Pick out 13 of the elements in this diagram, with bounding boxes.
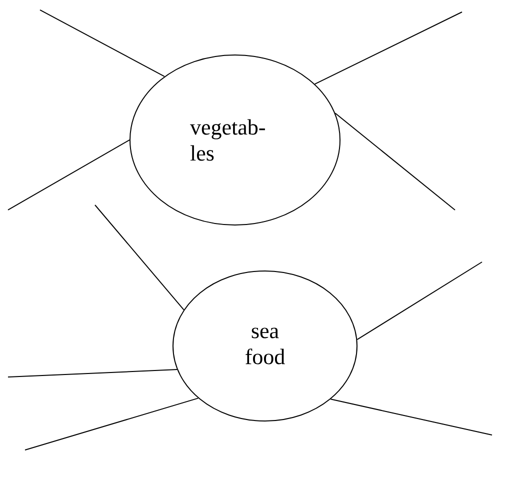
topic-label: vegetab- les <box>190 119 265 161</box>
branch-line <box>40 10 165 77</box>
branch-line <box>8 140 130 210</box>
branch-line <box>24 398 199 450</box>
branch-line <box>8 369 178 378</box>
topic-ellipse <box>130 54 340 226</box>
branch-line <box>356 262 482 340</box>
branch-line <box>330 398 492 436</box>
topic-ellipse <box>172 270 358 422</box>
branch-line <box>334 112 456 210</box>
topic-label: sea food <box>246 328 285 364</box>
branch-line <box>94 204 184 310</box>
branch-line <box>314 12 462 85</box>
